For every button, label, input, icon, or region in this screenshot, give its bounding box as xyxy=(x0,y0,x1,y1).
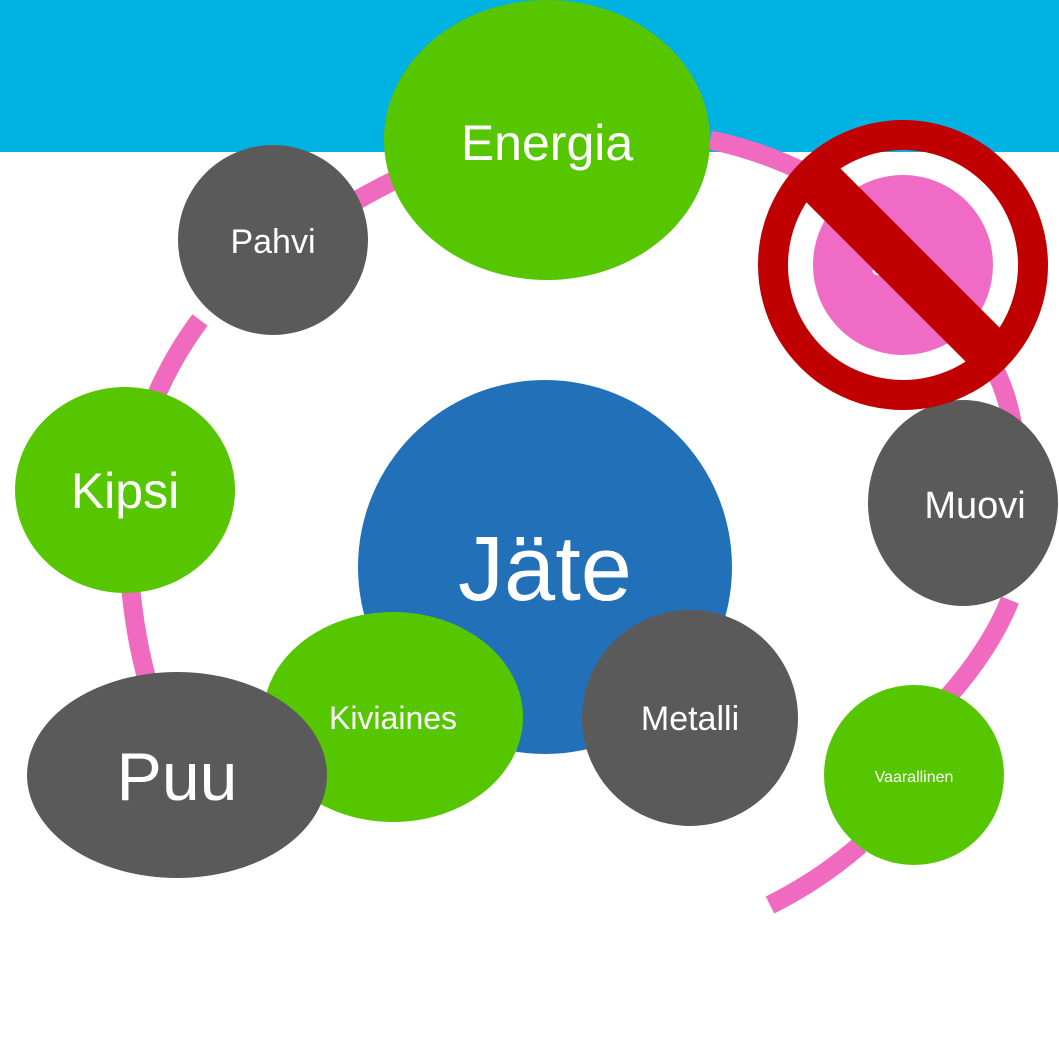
node-shape xyxy=(868,400,1058,606)
node-muovi: Muovi xyxy=(868,400,1058,606)
ring-arc xyxy=(937,596,1019,707)
prohibit-ring xyxy=(758,120,1048,410)
node-shape xyxy=(15,387,235,593)
node-label: Energia xyxy=(461,115,634,171)
node-puu: Puu xyxy=(27,672,327,878)
node-shape xyxy=(582,610,798,826)
node-energia: Energia xyxy=(384,0,710,280)
node-label: Vaarallinen xyxy=(875,769,954,786)
node-shape xyxy=(263,612,523,822)
node-pahvi: Pahvi xyxy=(178,145,368,335)
node-label: Metalli xyxy=(641,700,739,738)
node-vaarallinen: Vaarallinen xyxy=(824,685,1004,865)
node-label: Pahvi xyxy=(230,223,315,261)
center-label: Jäte xyxy=(458,518,632,620)
ring-arc xyxy=(765,837,867,914)
prohibit-slash xyxy=(793,155,1013,375)
ring-arc xyxy=(120,579,160,693)
node-label: Kiviaines xyxy=(329,700,457,736)
node-label: Puu xyxy=(117,739,238,815)
node-label: Kipsi xyxy=(71,463,179,519)
node-kiviaines: Kiviaines xyxy=(263,612,523,822)
node-shape xyxy=(178,145,368,335)
node-shape xyxy=(27,672,327,878)
node-metalli: Metalli xyxy=(582,610,798,826)
no-symbol-icon xyxy=(758,120,1048,410)
node-label: Muovi xyxy=(924,485,1025,527)
node-kipsi: Kipsi xyxy=(15,387,235,593)
node-shape xyxy=(384,0,710,280)
node-shape xyxy=(824,685,1004,865)
